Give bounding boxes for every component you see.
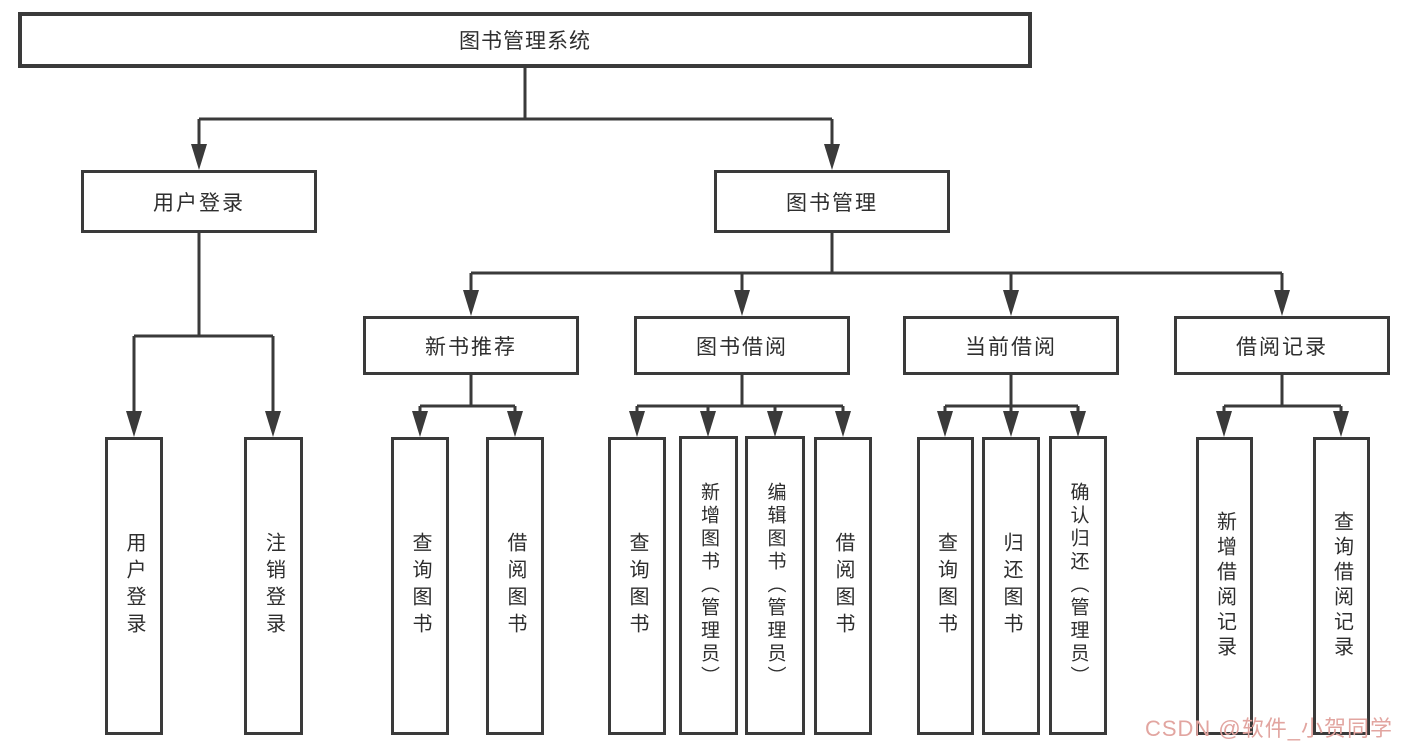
leaf-borrow-books-borrowing: 借阅图书 bbox=[814, 437, 872, 735]
leaf-label: 借阅图书 bbox=[832, 532, 854, 640]
node-book-management: 图书管理 bbox=[714, 170, 950, 233]
node-label: 新书推荐 bbox=[425, 335, 517, 359]
node-new-book-recommendation: 新书推荐 bbox=[363, 316, 579, 375]
leaf-return-books: 归还图书 bbox=[982, 437, 1040, 735]
leaf-query-books-current: 查询图书 bbox=[917, 437, 974, 735]
leaf-label: 查询图书 bbox=[409, 532, 431, 640]
leaf-label: 新增图书（管理员） bbox=[698, 482, 719, 689]
leaf-label: 用户登录 bbox=[123, 532, 145, 640]
leaf-label: 注销登录 bbox=[262, 532, 285, 640]
leaf-label: 新增借阅记录 bbox=[1213, 511, 1236, 661]
leaf-query-borrow-record: 查询借阅记录 bbox=[1313, 437, 1370, 735]
leaf-label: 查询图书 bbox=[626, 532, 648, 640]
connector-lines bbox=[132, 68, 1343, 418]
node-user-login: 用户登录 bbox=[81, 170, 317, 233]
leaf-label: 查询借阅记录 bbox=[1330, 511, 1353, 661]
leaf-borrow-books-recommend: 借阅图书 bbox=[486, 437, 544, 735]
node-label: 用户登录 bbox=[153, 191, 245, 215]
node-current-borrowing: 当前借阅 bbox=[903, 316, 1119, 375]
node-library-management-system: 图书管理系统 bbox=[18, 12, 1032, 68]
node-borrowing-records: 借阅记录 bbox=[1174, 316, 1390, 375]
node-book-borrowing: 图书借阅 bbox=[634, 316, 850, 375]
node-label: 图书借阅 bbox=[696, 335, 788, 359]
leaf-confirm-return-admin: 确认归还（管理员） bbox=[1049, 436, 1107, 735]
leaf-label: 编辑图书（管理员） bbox=[764, 482, 786, 689]
leaf-edit-books-admin: 编辑图书（管理员） bbox=[745, 436, 805, 735]
connector-arrowheads bbox=[126, 144, 1349, 437]
node-label: 图书管理 bbox=[786, 191, 878, 215]
leaf-label: 确认归还（管理员） bbox=[1067, 482, 1089, 689]
leaf-label: 查询图书 bbox=[934, 532, 957, 640]
leaf-logout-login: 注销登录 bbox=[244, 437, 303, 735]
node-label: 当前借阅 bbox=[965, 335, 1057, 359]
leaf-add-borrow-record: 新增借阅记录 bbox=[1196, 437, 1253, 735]
node-label: 图书管理系统 bbox=[459, 30, 591, 53]
node-label: 借阅记录 bbox=[1236, 335, 1328, 359]
leaf-user-login: 用户登录 bbox=[105, 437, 163, 735]
leaf-label: 借阅图书 bbox=[504, 532, 526, 640]
leaf-add-books-admin: 新增图书（管理员） bbox=[679, 436, 738, 735]
leaf-query-books-borrowing: 查询图书 bbox=[608, 437, 666, 735]
leaf-query-books-recommend: 查询图书 bbox=[391, 437, 449, 735]
leaf-label: 归还图书 bbox=[1000, 532, 1022, 640]
